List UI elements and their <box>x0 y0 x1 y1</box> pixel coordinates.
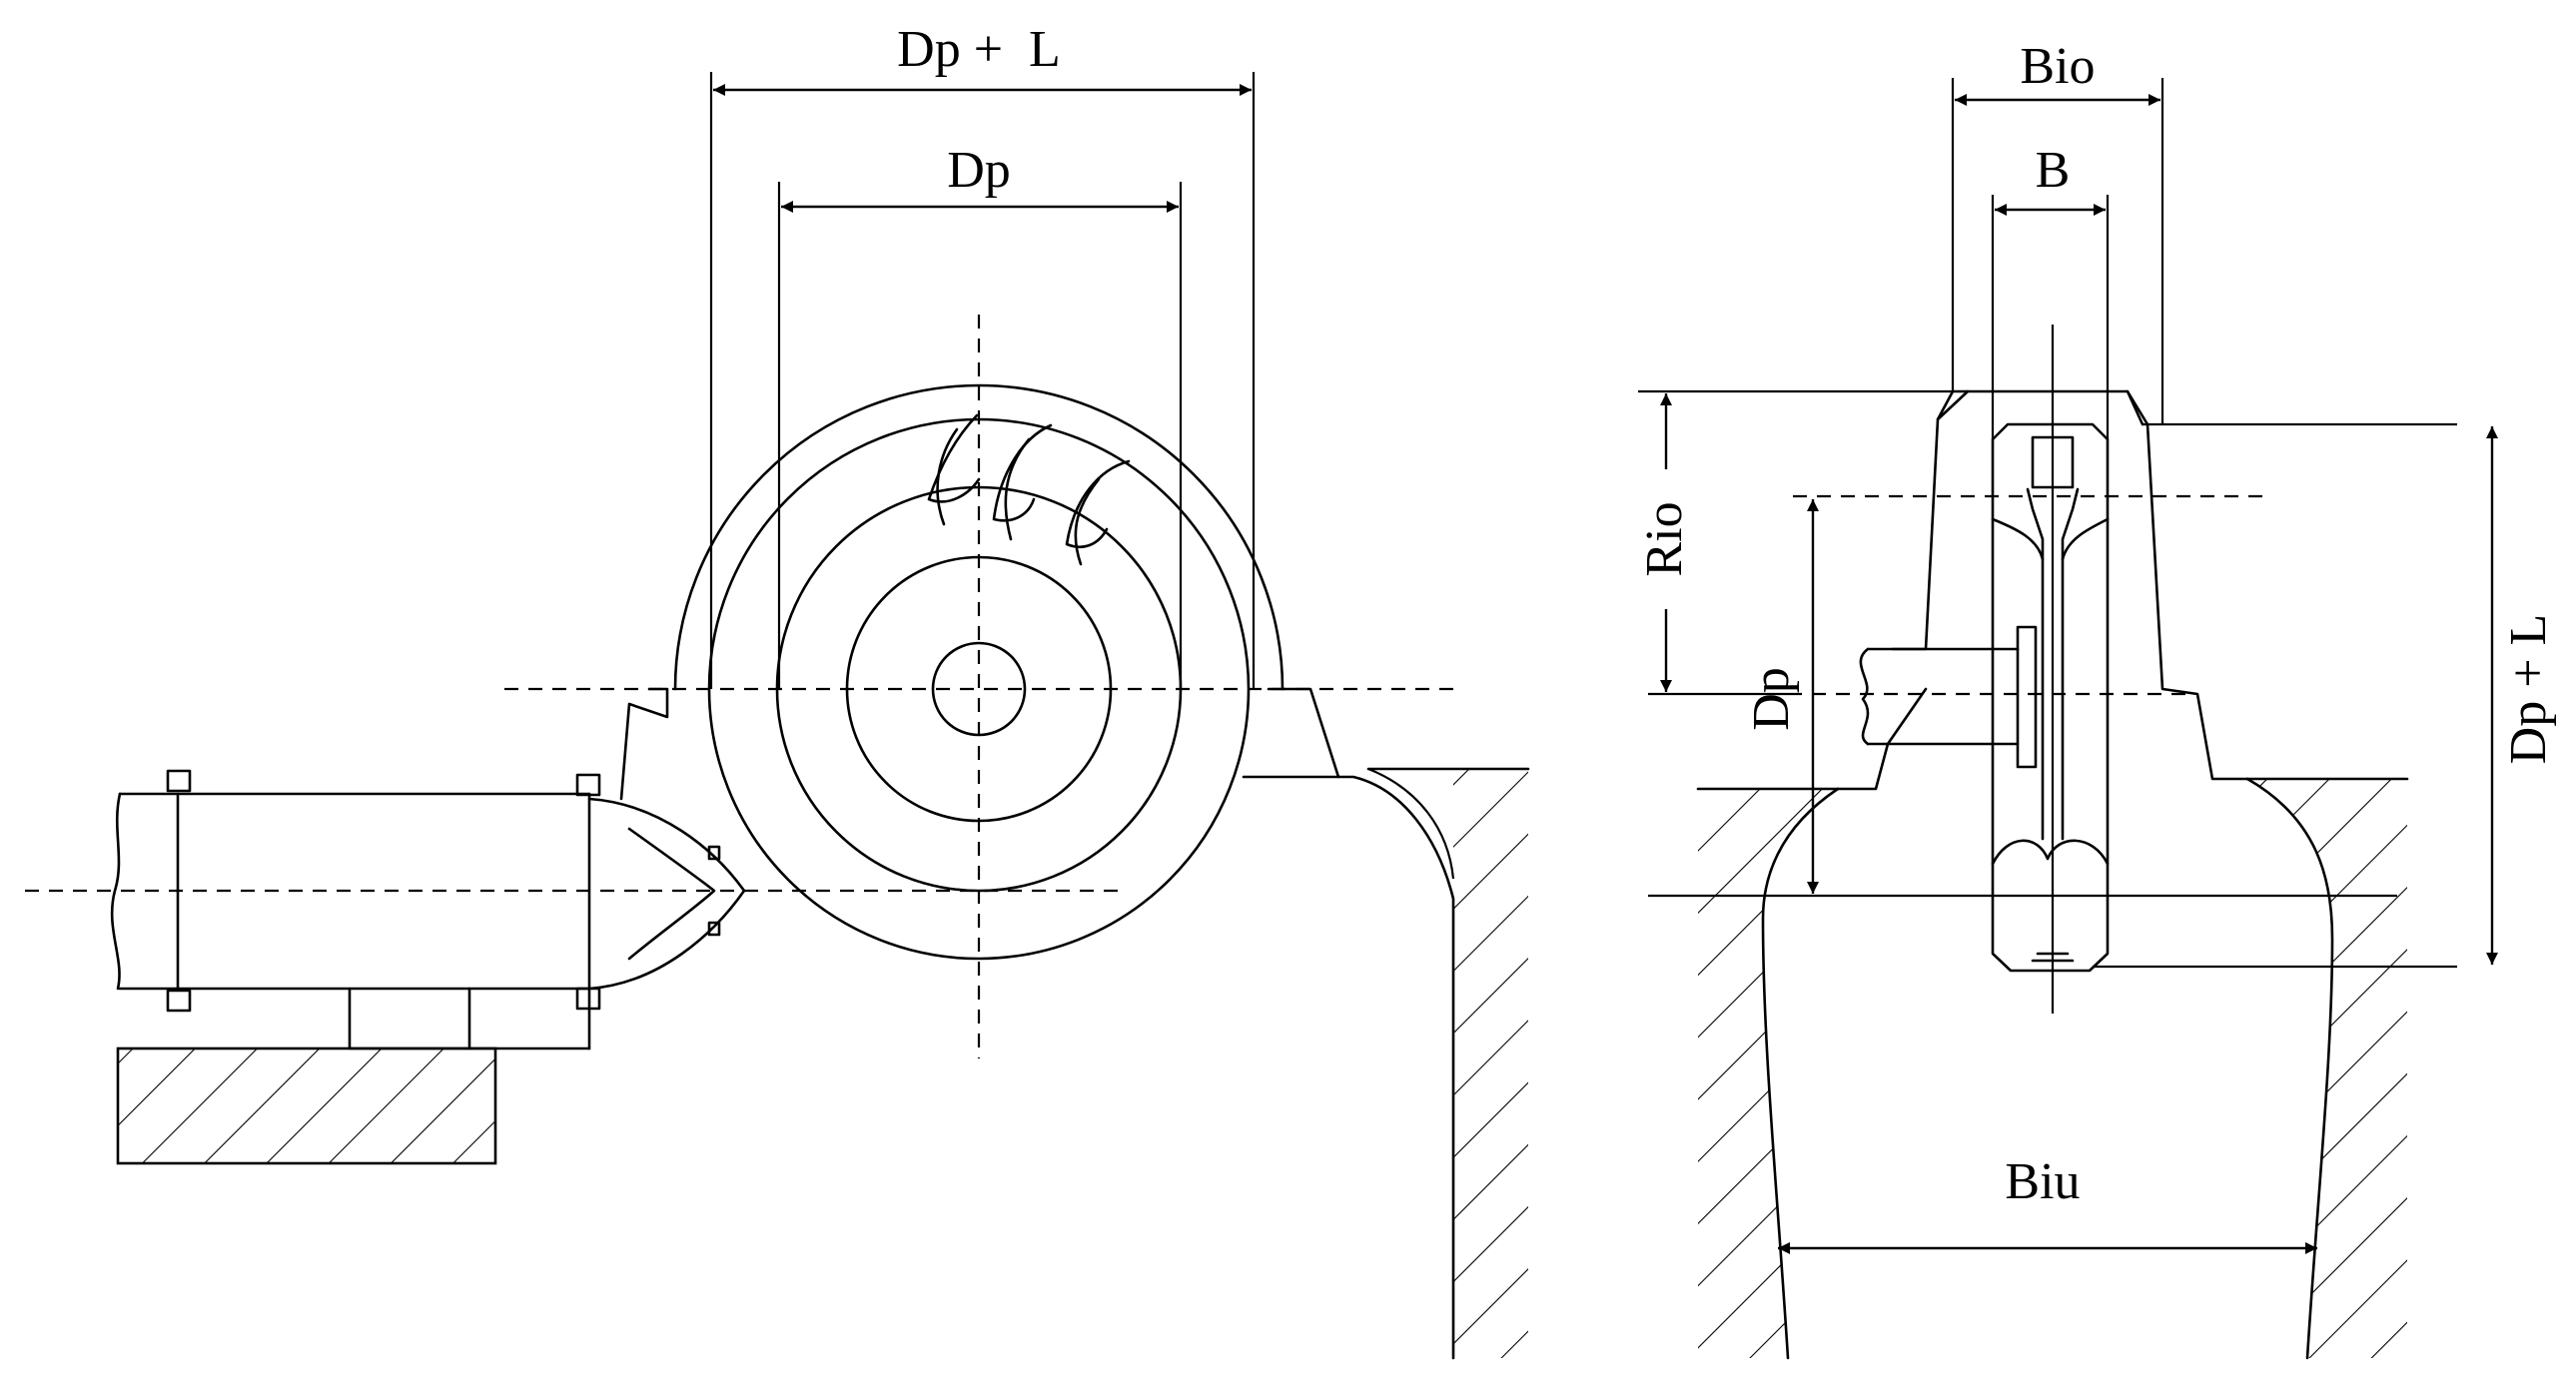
side-view: Bio B Rio Dp Dp + L Biu <box>1636 38 2557 1360</box>
label-b: B <box>2036 142 2071 199</box>
dimension-dp-plus-l: Dp + L <box>709 21 1256 689</box>
dimension-b: B <box>1991 142 2110 439</box>
pit-left-hatch <box>1698 789 1838 1358</box>
dimension-dp: Dp <box>777 142 1183 689</box>
label-rio: Rio <box>1636 501 1693 576</box>
label-dp-side: Dp <box>1743 667 1800 731</box>
nozzle-pipe <box>110 769 746 1050</box>
label-dp-plus-l: Dp + L <box>897 21 1061 78</box>
dimension-biu: Biu <box>1778 1153 2317 1254</box>
pit-wall-hatch <box>1453 769 1528 1358</box>
label-bio: Bio <box>2020 38 2095 95</box>
housing-foot-right <box>1242 687 1340 779</box>
dimension-dp-side: Dp <box>1743 499 1819 894</box>
runner-side <box>1991 422 2110 973</box>
label-dp: Dp <box>947 142 1011 199</box>
outer-circle <box>707 417 1251 961</box>
dimension-bio: Bio <box>1951 38 2164 424</box>
pit-wall-edge <box>1336 775 1455 1360</box>
dimension-dp-plus-l-side: Dp + L <box>2486 426 2557 965</box>
hub-circle-small <box>931 641 1027 737</box>
front-view: Dp + L Dp <box>25 21 1530 1360</box>
label-dp-plus-l-side: Dp + L <box>2500 614 2557 765</box>
label-biu: Biu <box>2005 1153 2080 1210</box>
housing-foot-left <box>619 687 669 801</box>
buckets <box>927 413 1131 566</box>
pit-right-hatch <box>2247 779 2407 1358</box>
foundation-block <box>116 1046 497 1165</box>
hub-circle-large <box>845 555 1113 823</box>
dimension-rio: Rio <box>1636 393 1693 692</box>
